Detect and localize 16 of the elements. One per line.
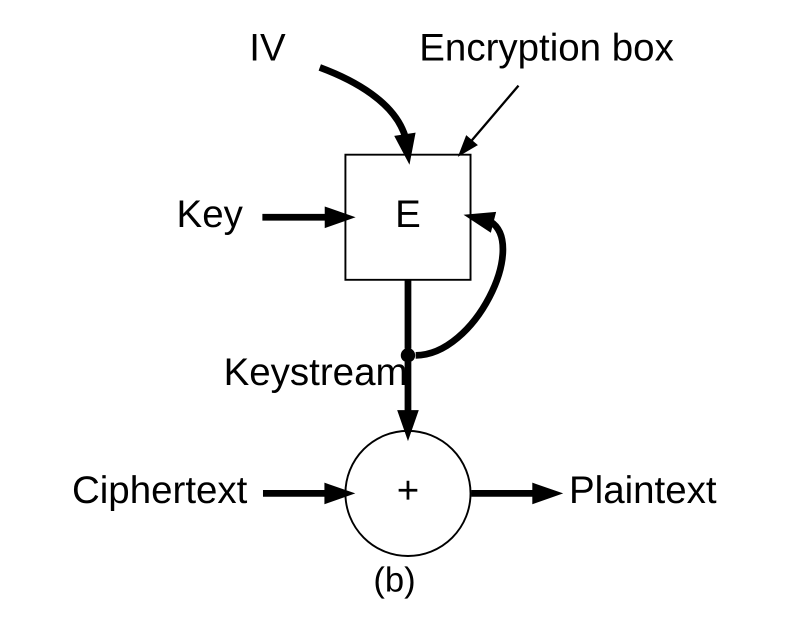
caption: (b) — [373, 561, 416, 600]
arrow — [471, 482, 564, 504]
connector — [404, 280, 412, 349]
node-text: Encryption box — [419, 26, 674, 70]
node-box: E — [344, 154, 472, 281]
arrow — [397, 362, 419, 442]
arrow — [458, 84, 520, 157]
arrow — [318, 64, 416, 165]
arrow — [415, 212, 506, 359]
arrow — [262, 482, 356, 504]
node-circle: + — [344, 430, 472, 557]
node-text: Ciphertext — [72, 469, 248, 512]
node-text: Key — [176, 192, 243, 236]
arrow — [262, 206, 356, 228]
node-text: Plaintext — [568, 469, 717, 512]
node-text: IV — [249, 26, 286, 70]
